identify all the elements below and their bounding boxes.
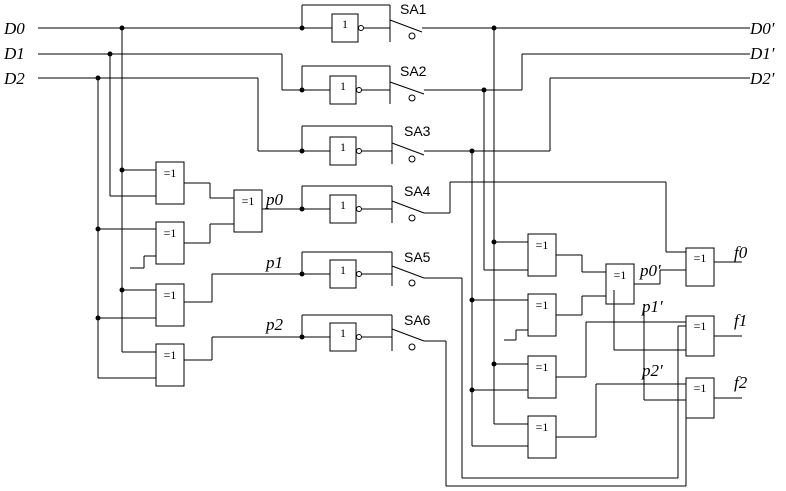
xor-gate-f1	[685, 315, 715, 357]
signal-p2-label: p2	[265, 315, 284, 334]
xor-gate-f	[527, 293, 557, 337]
switch-sa1-label: SA1	[400, 1, 427, 17]
not-gate-1	[331, 13, 359, 43]
xor-gate-p0p	[605, 263, 635, 305]
xor-gate-g	[527, 355, 557, 399]
not-gate-4-label: 1	[340, 198, 346, 212]
not-gate-3-label: 1	[340, 140, 346, 154]
xor-gate-f0-label: =1	[694, 251, 707, 265]
xor-gate-h-label: =1	[536, 420, 549, 434]
xor-gate-e-label: =1	[536, 238, 549, 252]
not-gate-6-label: 1	[340, 326, 346, 340]
right-xor-gates: =1 =1 =1 =1 =1	[527, 233, 686, 459]
left-xor-gates: =1 =1 =1 =1 =1	[155, 161, 263, 387]
input-d0-label: D0	[3, 19, 25, 38]
not-gate-6	[329, 322, 357, 352]
not-gate-5-label: 1	[340, 263, 346, 277]
xor-gate-f-label: =1	[536, 298, 549, 312]
xor-gate-h	[527, 415, 557, 459]
output-d0p-label: D0′	[749, 19, 775, 38]
signal-p1p-label: p1′	[641, 297, 663, 316]
switch-sa6-label: SA6	[404, 312, 431, 328]
xor-gate-f1-label: =1	[694, 319, 707, 333]
text-labels: D0 D1 D2 D0′ D1′ D2′ SA1 SA2 SA3 SA4 SA5…	[3, 1, 775, 392]
channel-row-4: 1	[262, 181, 686, 253]
switch-sa4-label: SA4	[404, 183, 431, 199]
not-gate-2-label: 1	[340, 79, 346, 93]
xor-gate-p0	[233, 189, 263, 233]
not-gate-3	[329, 136, 357, 166]
channel-row-6: 1	[211, 314, 687, 487]
right-taps	[469, 25, 750, 447]
channel-row-1: 1	[299, 4, 750, 43]
channel-row-5: 1	[211, 251, 686, 479]
xor-gate-d	[155, 343, 185, 387]
signal-p0-label: p0	[265, 190, 284, 209]
xor-gate-f0	[685, 247, 715, 287]
xor-gate-a-label: =1	[164, 166, 177, 180]
not-gate-5	[329, 259, 357, 289]
input-d1-label: D1	[3, 44, 25, 63]
input-lines	[38, 27, 332, 152]
xor-gate-p0p-label: =1	[614, 268, 627, 282]
xor-gate-p0-label: =1	[242, 194, 255, 208]
signal-f0-label: f0	[734, 243, 748, 262]
xor-gate-b	[155, 221, 185, 265]
input-d2-label: D2	[3, 69, 25, 88]
switch-sa3-label: SA3	[404, 123, 431, 139]
xor-gate-f2-label: =1	[694, 381, 707, 395]
left-taps	[95, 25, 156, 379]
output-d1p-label: D1′	[749, 44, 775, 63]
signal-f2-label: f2	[734, 373, 748, 392]
switch-sa2-label: SA2	[400, 63, 427, 79]
xor-gate-a	[155, 161, 185, 205]
xor-gate-b-label: =1	[164, 226, 177, 240]
output-d2p-label: D2′	[749, 69, 775, 88]
signal-p1-label: p1	[265, 253, 283, 272]
xor-gate-c	[155, 283, 185, 327]
channel-row-2: 1	[299, 65, 522, 105]
xor-gate-f2	[685, 377, 715, 419]
not-gate-1-label: 1	[342, 17, 348, 31]
xor-gate-d-label: =1	[164, 348, 177, 362]
signal-f1-label: f1	[734, 311, 747, 330]
output-xor-gates: =1 =1 =1	[685, 247, 742, 419]
signal-p0p-label: p0′	[639, 261, 661, 280]
channel-row-3: 1	[299, 125, 550, 166]
switch-sa5-label: SA5	[404, 249, 431, 265]
signal-p2p-label: p2′	[641, 361, 663, 380]
xor-gate-c-label: =1	[164, 288, 177, 302]
xor-gate-g-label: =1	[536, 360, 549, 374]
